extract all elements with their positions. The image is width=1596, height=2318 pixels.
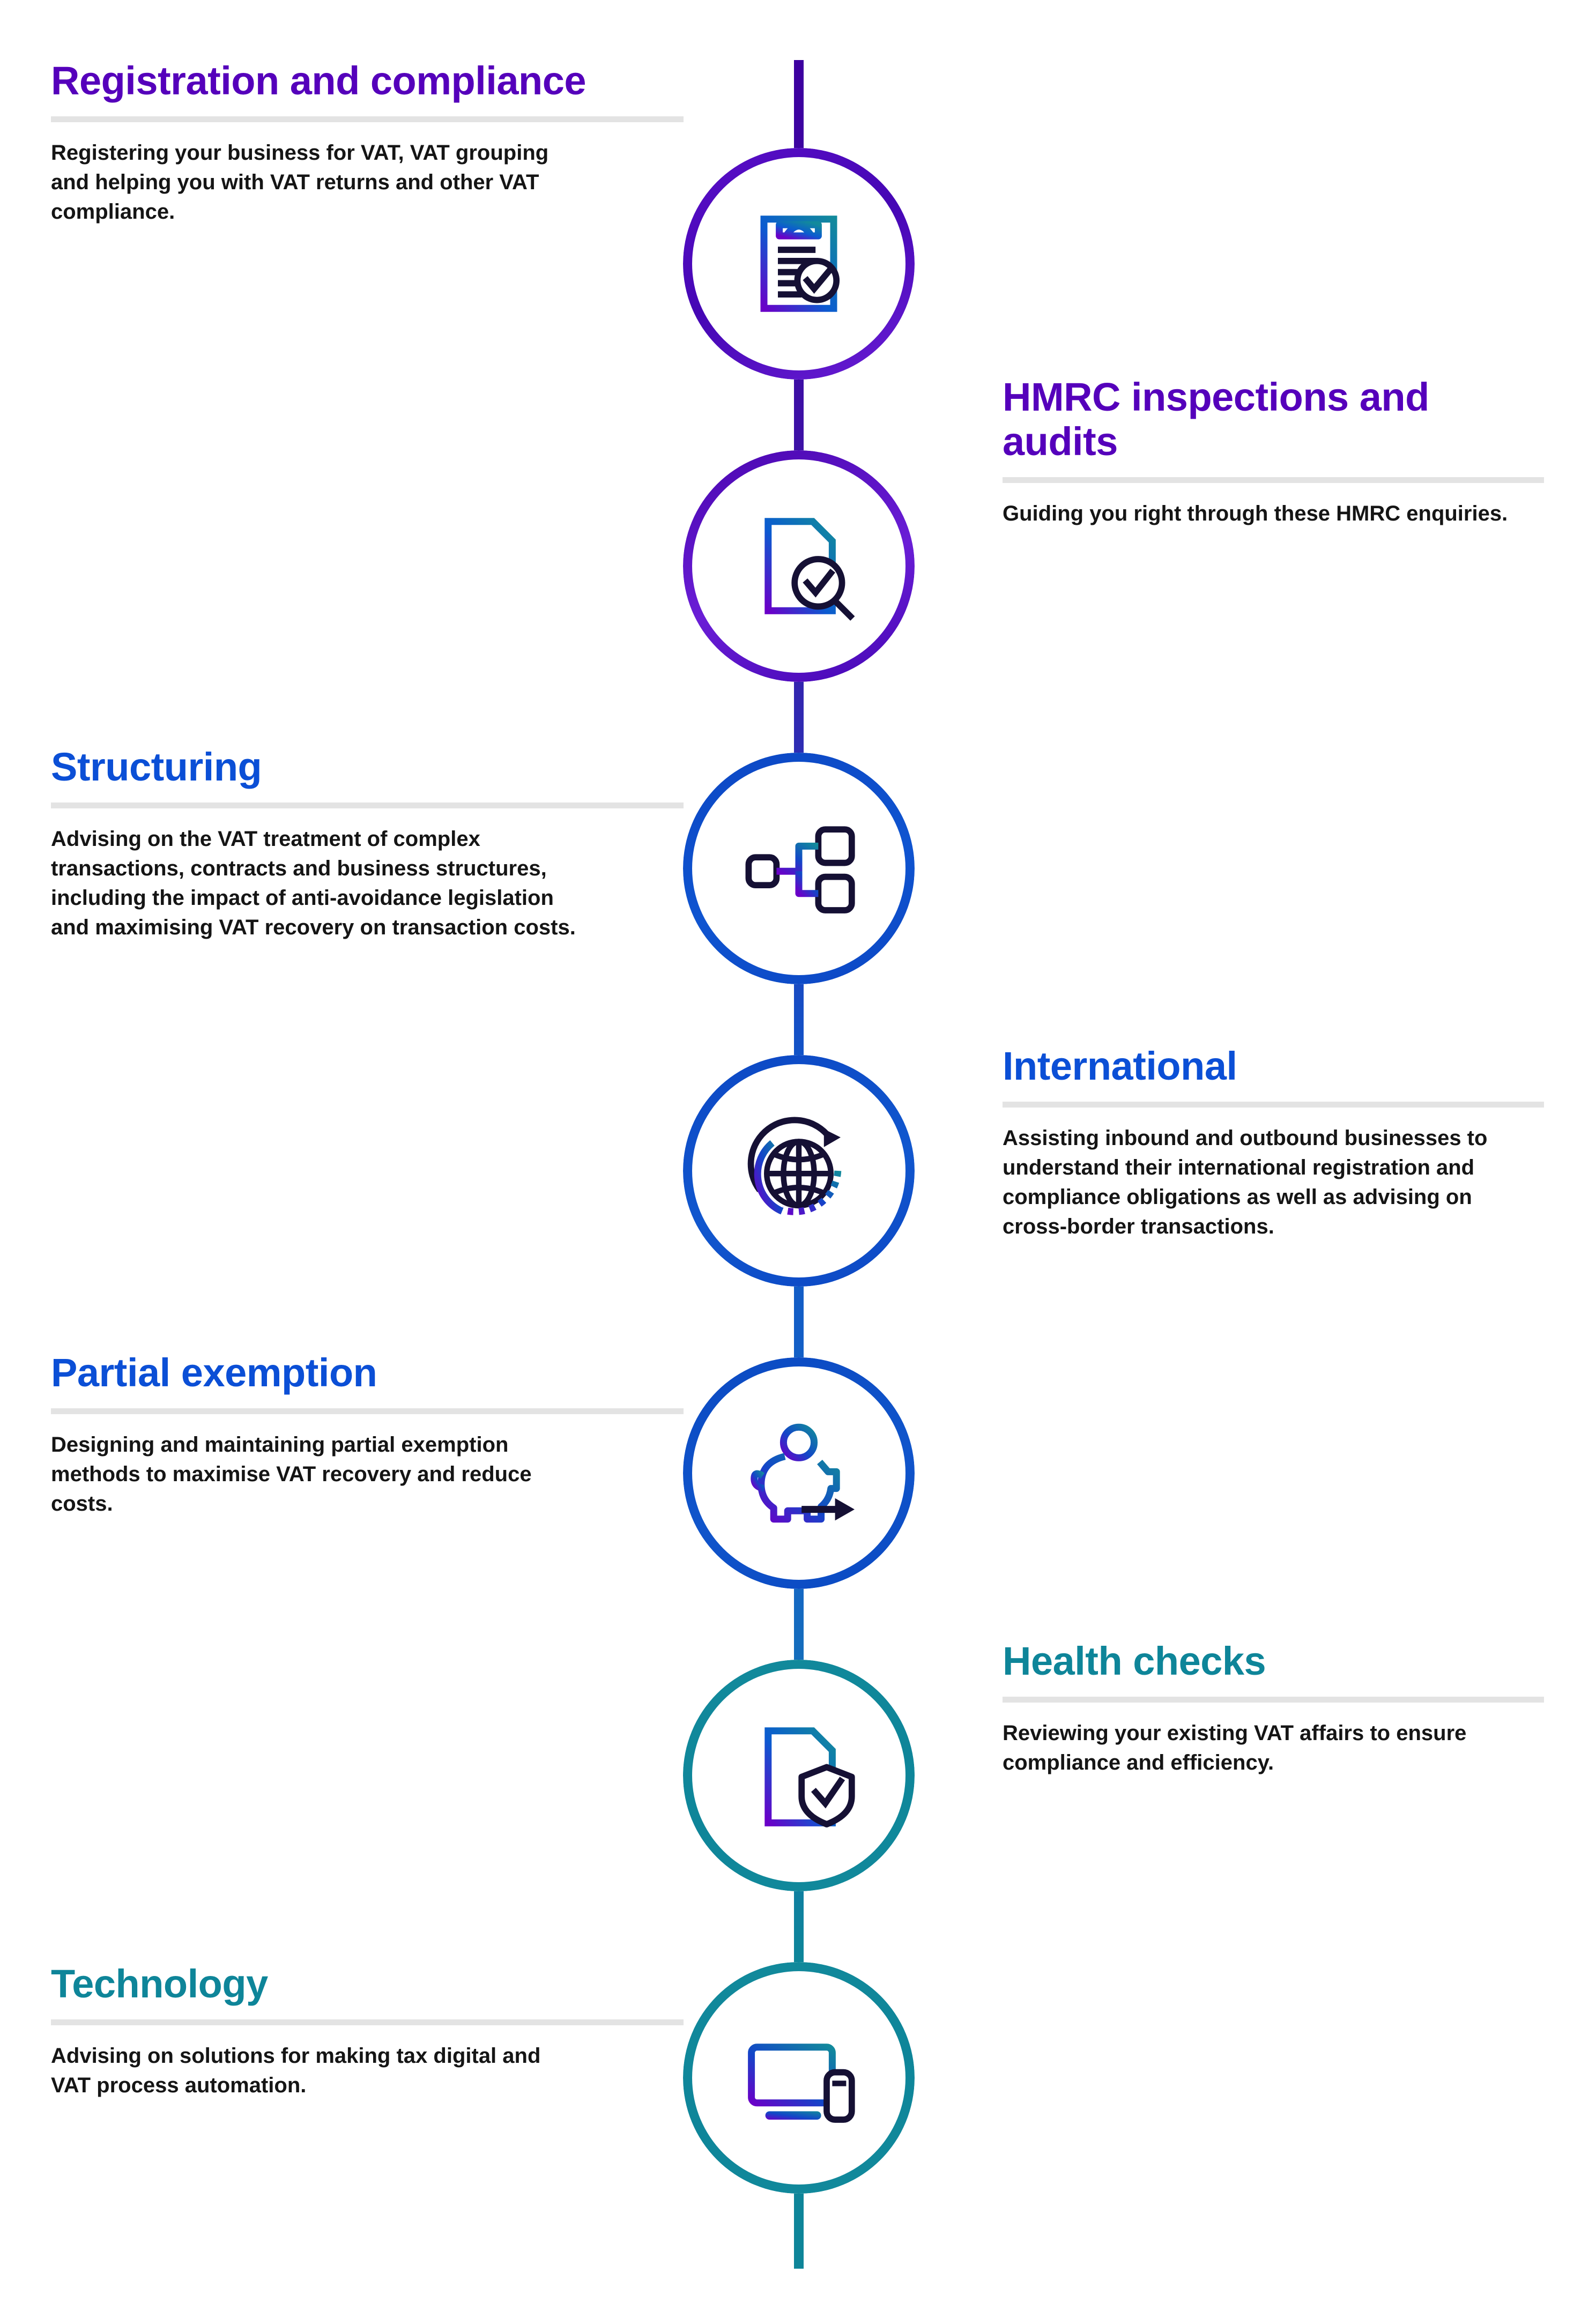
timeline-node-hmrc-inspections-and-audits [683, 450, 915, 682]
section-heading: Technology [51, 1962, 268, 2006]
section-divider [1003, 477, 1544, 483]
section-divider [51, 1408, 684, 1414]
section-structuring: Structuring Advising on the VAT treatmen… [51, 745, 684, 943]
section-heading: Partial exemption [51, 1350, 377, 1395]
timeline-node-international [683, 1055, 915, 1287]
section-divider [1003, 1101, 1544, 1108]
section-heading: International [1003, 1044, 1237, 1088]
section-heading: Registration and compliance [51, 58, 587, 103]
timeline-node-partial-exemption [683, 1357, 915, 1589]
section-divider [51, 116, 684, 122]
section-partial-exemption: Partial exemption Designing and maintain… [51, 1350, 684, 1519]
section-health-checks: Health checks Reviewing your existing VA… [1003, 1639, 1544, 1778]
section-body: Designing and maintaining partial exempt… [51, 1432, 532, 1516]
section-heading: HMRC inspections and audits [1003, 375, 1429, 464]
section-divider [51, 802, 684, 808]
section-divider [51, 2019, 684, 2025]
org-hierarchy-icon [729, 799, 868, 938]
globe-arrows-icon [729, 1101, 868, 1240]
timeline-node-structuring [683, 753, 915, 984]
section-divider [1003, 1696, 1544, 1703]
document-shield-check-icon [729, 1706, 868, 1845]
timeline-node-registration-and-compliance [683, 148, 915, 380]
timeline-node-technology [683, 1962, 915, 2194]
section-body: Assisting inbound and outbound businesse… [1003, 1126, 1488, 1239]
section-technology: Technology Advising on solutions for mak… [51, 1962, 684, 2100]
section-body: Advising on solutions for making tax dig… [51, 2044, 541, 2098]
monitor-mobile-icon [729, 2008, 868, 2148]
section-hmrc-inspections-and-audits: HMRC inspections and audits Guiding you … [1003, 375, 1544, 529]
clipboard-check-icon [729, 194, 868, 333]
section-heading: Structuring [51, 745, 262, 789]
piggy-bank-arrow-icon [729, 1403, 868, 1543]
document-magnifier-check-icon [729, 496, 868, 636]
section-registration-and-compliance: Registration and compliance Registering … [51, 58, 684, 227]
section-heading: Health checks [1003, 1639, 1266, 1683]
timeline-node-health-checks [683, 1660, 915, 1891]
section-body: Reviewing your existing VAT affairs to e… [1003, 1721, 1467, 1775]
section-body: Advising on the VAT treatment of complex… [51, 827, 576, 940]
section-body: Guiding you right through these HMRC enq… [1003, 501, 1508, 525]
section-body: Registering your business for VAT, VAT g… [51, 140, 549, 224]
section-international: International Assisting inbound and outb… [1003, 1044, 1544, 1242]
